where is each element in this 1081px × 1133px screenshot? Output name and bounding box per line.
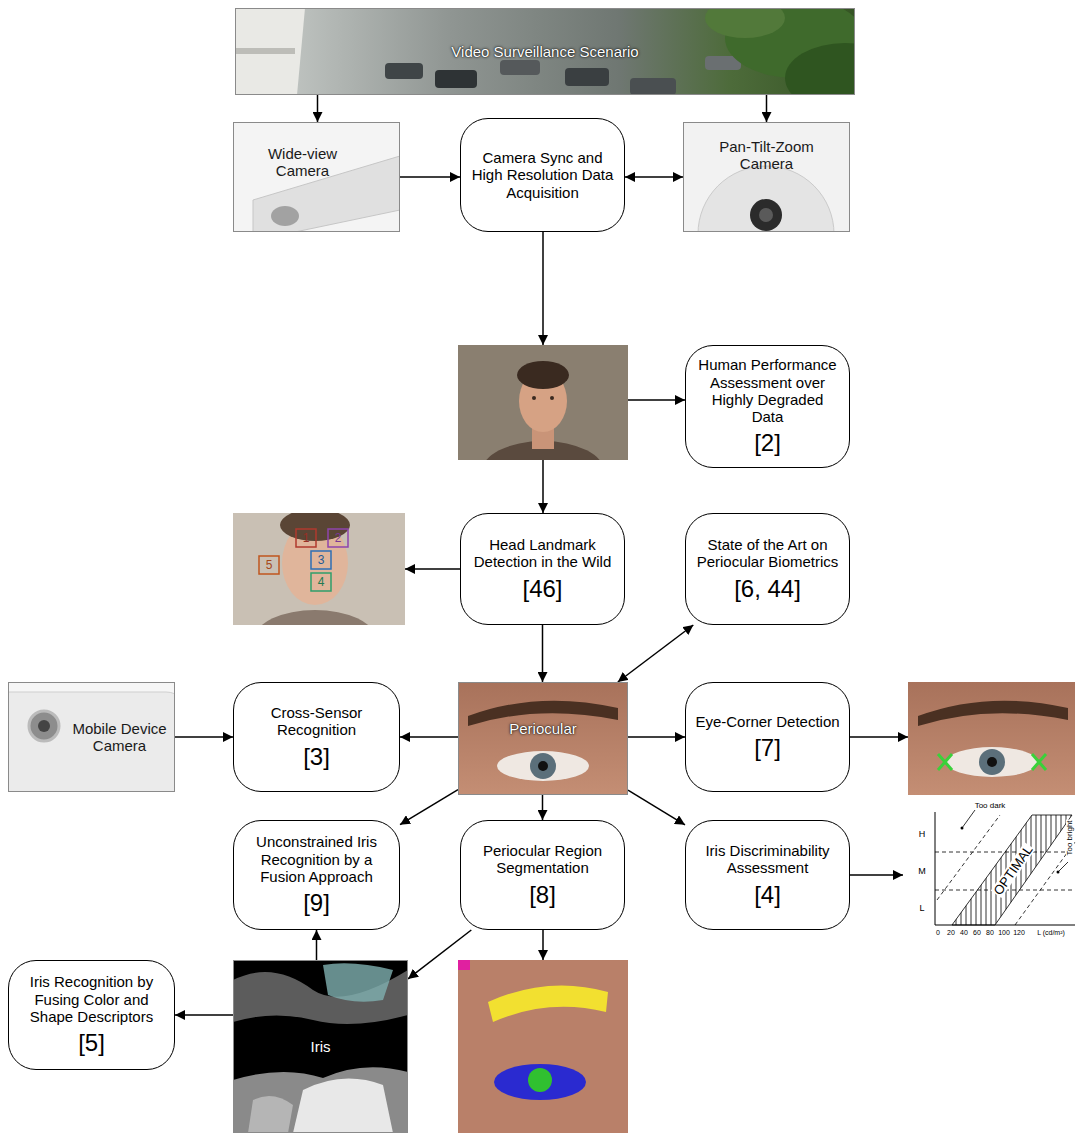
reference-number: [8] — [529, 882, 556, 908]
axis-tick: 80 — [986, 929, 994, 936]
process-box: Iris Discriminability Assessment [4] — [685, 820, 850, 930]
connector-arrow — [628, 790, 685, 825]
connector-arrow — [628, 736, 685, 738]
arrow-line — [542, 930, 544, 960]
process-box: Head Landmark Detection in the Wild [46] — [460, 513, 625, 625]
box-label: Human Performance Assessment over Highly… — [695, 356, 840, 425]
image-label: Pan-Tilt-Zoom Camera — [696, 138, 837, 173]
connector-arrow — [625, 176, 683, 178]
reference-number: [3] — [303, 744, 330, 770]
luminance-chart — [935, 810, 1075, 925]
axis-tick: 120 — [1013, 929, 1025, 936]
eye-corner-photo — [908, 682, 1075, 795]
connector-arrow — [316, 930, 318, 960]
axis-level: L — [919, 904, 924, 913]
image-label: Mobile Device Camera — [71, 720, 168, 755]
box-label: Iris Recognition by Fusing Color and Sha… — [18, 973, 165, 1025]
connector-arrow — [175, 736, 233, 738]
box-label: Cross-Sensor Recognition — [243, 704, 390, 739]
axis-tick: 20 — [947, 929, 955, 936]
reference-number: [5] — [78, 1030, 105, 1056]
image-panel: Video Surveillance Scenario — [235, 8, 855, 95]
process-box: Unconstrained Iris Recognition by a Fusi… — [233, 820, 400, 930]
process-box: Eye-Corner Detection [7] — [685, 682, 850, 792]
image-panel: Mobile Device Camera — [8, 682, 175, 792]
region-label: OPTIMAL — [991, 842, 1036, 898]
axis-tick: 60 — [973, 929, 981, 936]
connector-arrow — [400, 176, 460, 178]
axis-tick: 0 — [936, 929, 940, 936]
process-box: Human Performance Assessment over Highly… — [685, 345, 850, 468]
connector-arrow — [317, 95, 319, 122]
callout-number: 3 — [318, 554, 325, 566]
connector-arrow — [542, 795, 544, 820]
arrow-line — [850, 736, 908, 738]
surveillance-photo — [235, 0, 905, 113]
process-box: Periocular Region Segmentation [8] — [460, 820, 625, 930]
landmark-boxes — [259, 529, 348, 591]
connector-arrow — [542, 625, 544, 682]
ptz-camera-photo — [683, 122, 850, 302]
reference-number: [46] — [522, 576, 562, 602]
arrow-line — [405, 568, 460, 570]
axis-tick: 40 — [960, 929, 968, 936]
reference-number: [9] — [303, 890, 330, 916]
image-panel: Pan-Tilt-Zoom Camera — [683, 122, 850, 232]
process-box: Iris Recognition by Fusing Color and Sha… — [8, 960, 175, 1070]
image-arrows — [405, 232, 908, 960]
arrow-line — [542, 460, 544, 513]
region-segmentation-image — [458, 960, 628, 1133]
region-label: Too dark — [975, 802, 1006, 810]
reference-number: [2] — [754, 430, 781, 456]
process-box: State of the Art on Periocular Biometric… — [685, 513, 850, 625]
image-panel: Iris — [233, 960, 408, 1133]
process-box: Camera Sync and High Resolution Data Acq… — [460, 118, 625, 232]
mobile-camera-photo — [0, 682, 188, 822]
axis-level: M — [918, 867, 926, 876]
arrow-line — [850, 874, 903, 876]
connector-arrow — [400, 736, 458, 738]
image-label: Periocular — [509, 720, 577, 737]
callout-number: 1 — [303, 532, 310, 544]
connector-arrow — [408, 930, 471, 979]
iris-segmentation-image — [233, 960, 408, 1133]
callout-number: 4 — [318, 576, 325, 588]
axis-tick: 100 — [998, 929, 1010, 936]
landmark-photo — [233, 509, 405, 666]
connector-arrow — [618, 625, 694, 682]
image-label: Iris — [311, 1038, 331, 1055]
box-label: State of the Art on Periocular Biometric… — [695, 536, 840, 571]
box-label: Camera Sync and High Resolution Data Acq… — [470, 149, 615, 201]
reference-number: [7] — [754, 735, 781, 761]
box-label: Head Landmark Detection in the Wild — [470, 536, 615, 571]
box-label: Iris Discriminability Assessment — [695, 842, 840, 877]
image-panel: Periocular — [458, 682, 628, 795]
connector-arrow — [175, 1014, 233, 1016]
callout-number: 5 — [266, 559, 273, 571]
axis-level: H — [919, 830, 926, 839]
image-label: Wide-view Camera — [246, 145, 359, 180]
arrow-line — [542, 232, 544, 345]
reference-number: [6, 44] — [734, 576, 801, 602]
wide-view-camera-photo — [233, 122, 400, 232]
arrow-line — [628, 399, 685, 401]
region-label: Too bright — [1066, 819, 1074, 856]
periocular-photo — [458, 682, 628, 795]
connector-arrow — [400, 790, 458, 825]
callout-number: 2 — [335, 532, 342, 544]
connector-arrow — [766, 95, 768, 122]
box-label: Unconstrained Iris Recognition by a Fusi… — [243, 833, 390, 885]
box-label: Periocular Region Segmentation — [470, 842, 615, 877]
process-box: Cross-Sensor Recognition [3] — [233, 682, 400, 792]
box-label: Eye-Corner Detection — [695, 713, 839, 730]
image-label: Video Surveillance Scenario — [451, 43, 638, 60]
axis-title: L (cd/m²) — [1037, 929, 1065, 936]
reference-number: [4] — [754, 882, 781, 908]
image-panel: Wide-view Camera — [233, 122, 400, 232]
